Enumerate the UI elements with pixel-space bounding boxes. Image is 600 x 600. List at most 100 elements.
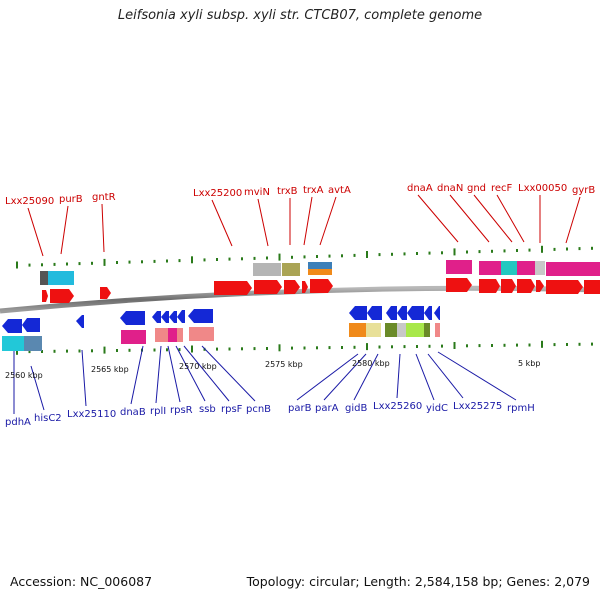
feature-box[interactable] xyxy=(385,323,397,337)
leader-line xyxy=(155,345,162,404)
feature-box[interactable] xyxy=(24,336,42,351)
gene-label-gntr[interactable]: gntR xyxy=(92,192,116,203)
tick-mark xyxy=(278,253,281,261)
gene-label-para[interactable]: parA xyxy=(315,403,339,414)
feature-box[interactable] xyxy=(2,336,24,351)
gene-arrow-forward[interactable] xyxy=(536,280,544,292)
tick-mark xyxy=(428,251,431,255)
gene-label-purb[interactable]: purB xyxy=(59,194,83,205)
gene-label-parb[interactable]: parB xyxy=(288,403,312,414)
feature-box[interactable] xyxy=(349,323,366,337)
gene-arrow-reverse[interactable] xyxy=(188,309,213,323)
gene-label-lxx25275[interactable]: Lxx25275 xyxy=(453,401,502,412)
feature-box[interactable] xyxy=(189,327,214,341)
gene-arrow-reverse[interactable] xyxy=(169,311,177,323)
gene-label-dnan[interactable]: dnaN xyxy=(437,183,463,194)
gene-arrow-forward[interactable] xyxy=(501,279,516,293)
gene-label-lxx25260[interactable]: Lxx25260 xyxy=(373,401,422,412)
gene-arrow-forward[interactable] xyxy=(446,278,472,292)
feature-box[interactable] xyxy=(546,262,582,276)
gene-arrow-reverse[interactable] xyxy=(407,306,424,320)
feature-box[interactable] xyxy=(501,261,517,275)
feature-box[interactable] xyxy=(535,261,545,275)
feature-box[interactable] xyxy=(48,271,74,285)
feature-box[interactable] xyxy=(308,269,332,275)
feature-box[interactable] xyxy=(446,260,472,274)
gene-label-trxb[interactable]: trxB xyxy=(277,186,298,197)
gene-arrow-forward[interactable] xyxy=(254,280,282,294)
gene-label-hisc2[interactable]: hisC2 xyxy=(34,413,62,424)
gene-label-rpli[interactable]: rplI xyxy=(150,406,166,417)
gene-label-trxa[interactable]: trxA xyxy=(303,185,324,196)
gene-label-ssb[interactable]: ssb xyxy=(199,404,216,415)
gene-label-recf[interactable]: recF xyxy=(491,183,513,194)
gene-arrow-forward[interactable] xyxy=(284,280,300,294)
feature-box[interactable] xyxy=(308,262,332,269)
feature-box[interactable] xyxy=(168,328,177,342)
gene-arrow-forward[interactable] xyxy=(214,281,252,295)
genome-backbone xyxy=(0,285,600,314)
gene-arrow-forward[interactable] xyxy=(479,279,500,293)
feature-box[interactable] xyxy=(366,323,381,337)
gene-label-lxx25090[interactable]: Lxx25090 xyxy=(5,196,54,207)
gene-label-rpsr[interactable]: rpsR xyxy=(170,405,193,416)
tick-mark xyxy=(578,342,581,346)
gene-label-dnab[interactable]: dnaB xyxy=(120,407,146,418)
gene-label-gnd[interactable]: gnd xyxy=(467,183,486,194)
gene-label-pcnb[interactable]: pcnB xyxy=(246,404,271,415)
gene-arrow-forward[interactable] xyxy=(302,281,308,293)
tick-mark xyxy=(491,249,493,253)
feature-box[interactable] xyxy=(582,262,600,276)
gene-arrow-reverse[interactable] xyxy=(120,311,145,325)
gene-label-avta[interactable]: avtA xyxy=(328,185,351,196)
gene-label-dnaa[interactable]: dnaA xyxy=(407,183,433,194)
tick-mark xyxy=(166,348,168,352)
gene-arrow-reverse[interactable] xyxy=(76,315,84,328)
feature-box[interactable] xyxy=(282,263,300,276)
feature-box[interactable] xyxy=(517,261,535,275)
gene-arrow-reverse[interactable] xyxy=(349,306,367,320)
feature-box[interactable] xyxy=(253,263,281,276)
gene-label-gidb[interactable]: gidB xyxy=(345,403,367,414)
gene-label-yidc[interactable]: yidC xyxy=(426,403,448,414)
gene-arrow-reverse[interactable] xyxy=(22,318,40,332)
gene-arrow-reverse[interactable] xyxy=(386,306,397,320)
feature-box[interactable] xyxy=(406,323,424,337)
gene-arrow-reverse[interactable] xyxy=(152,311,161,323)
gene-label-pdha[interactable]: pdhA xyxy=(5,417,31,428)
gene-arrow-reverse[interactable] xyxy=(434,306,440,320)
gene-arrow-forward[interactable] xyxy=(310,279,333,293)
feature-box[interactable] xyxy=(424,323,430,337)
feature-box[interactable] xyxy=(397,323,406,337)
gene-arrow-reverse[interactable] xyxy=(2,319,22,333)
gene-label-lxx25110[interactable]: Lxx25110 xyxy=(67,409,116,420)
gene-label-lxx00050[interactable]: Lxx00050 xyxy=(518,183,567,194)
gene-label-lxx25200[interactable]: Lxx25200 xyxy=(193,188,242,199)
gene-arrow-forward[interactable] xyxy=(584,280,600,294)
feature-box[interactable] xyxy=(121,330,146,344)
leader-line xyxy=(201,345,256,402)
gene-arrow-reverse[interactable] xyxy=(424,306,432,320)
feature-box[interactable] xyxy=(40,271,48,285)
gene-arrow-forward[interactable] xyxy=(42,290,48,302)
gene-label-rpsf[interactable]: rpsF xyxy=(221,404,243,415)
gene-label-rpmh[interactable]: rpmH xyxy=(507,403,535,414)
gene-arrow-forward[interactable] xyxy=(517,279,535,293)
gene-arrow-forward[interactable] xyxy=(50,289,74,303)
feature-box[interactable] xyxy=(479,261,501,275)
gene-arrow-reverse[interactable] xyxy=(177,310,185,323)
gene-arrow-reverse[interactable] xyxy=(397,306,407,320)
leader-line xyxy=(427,353,464,399)
feature-box[interactable] xyxy=(177,328,183,342)
gene-label-mvin[interactable]: mviN xyxy=(244,187,270,198)
feature-box[interactable] xyxy=(435,323,440,337)
map-title: Leifsonia xyli subsp. xyli str. CTCB07, … xyxy=(117,8,483,23)
gene-label-gyrb[interactable]: gyrB xyxy=(572,185,595,196)
gene-arrow-forward[interactable] xyxy=(546,280,583,294)
tick-mark xyxy=(341,254,343,258)
gene-arrow-reverse[interactable] xyxy=(161,311,169,323)
gene-arrow-forward[interactable] xyxy=(100,287,111,299)
feature-box[interactable] xyxy=(155,328,168,342)
gene-arrow-reverse[interactable] xyxy=(367,306,382,320)
